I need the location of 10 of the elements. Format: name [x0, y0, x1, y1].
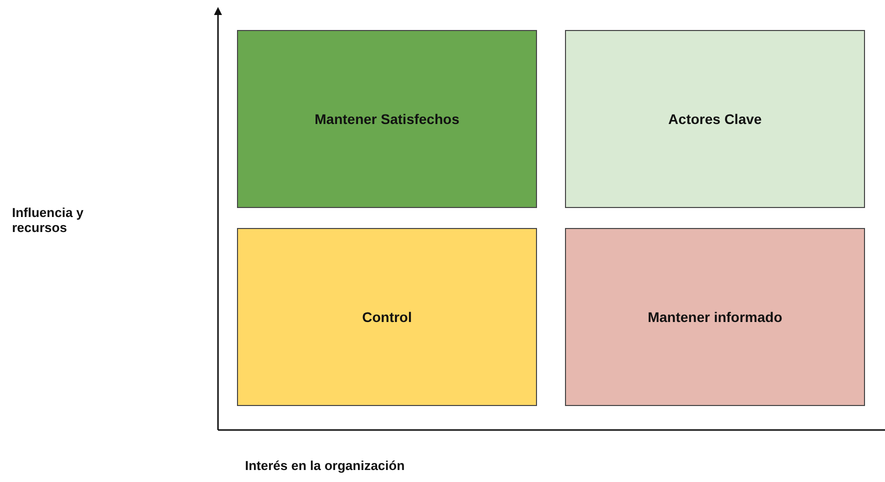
quadrant-label: Mantener Satisfechos	[314, 111, 460, 127]
quadrant-box	[237, 228, 537, 406]
quadrant-label: Mantener informado	[648, 309, 782, 325]
quadrant-box	[565, 30, 865, 208]
quadrant-box	[565, 228, 865, 406]
x-axis-label: Interés en la organización	[245, 458, 406, 473]
quadrant-label: Actores Clave	[668, 111, 762, 127]
y-axis-label: Influencia y recursos	[12, 205, 85, 235]
quadrant-box	[237, 30, 537, 208]
quadrant-label: Control	[362, 309, 412, 325]
